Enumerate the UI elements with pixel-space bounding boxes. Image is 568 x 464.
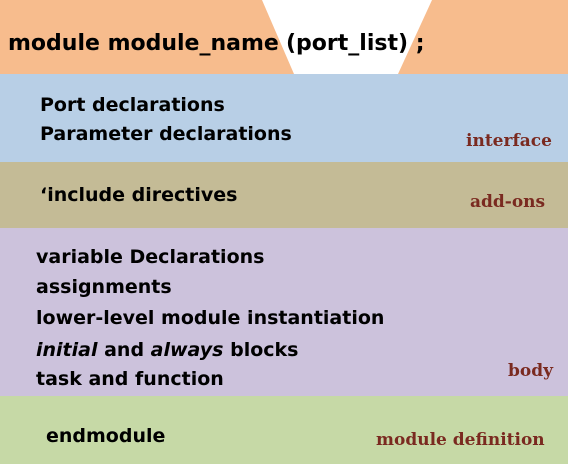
body-tag: body [508, 361, 553, 381]
and-text: and [97, 339, 151, 361]
module-keyword: module module_name [8, 31, 279, 56]
interface-tag: interface [466, 131, 552, 151]
module-definition-band: endmodule module definition [0, 396, 568, 464]
header-left-shape [0, 0, 294, 74]
interface-band: Port declarations Parameter declarations… [0, 74, 568, 162]
initial-always-blocks: initial and always blocks [36, 341, 299, 360]
lower-level-module-instantiation: lower-level module instantiation [36, 307, 385, 329]
module-definition-tag: module definition [376, 430, 545, 450]
variable-declarations: variable Declarations [36, 246, 265, 268]
header-right-shape [398, 0, 568, 74]
addons-band: ‘include directives add-ons [0, 162, 568, 228]
blocks-text: blocks [223, 339, 299, 361]
initial-keyword: initial [36, 339, 98, 361]
body-band: variable Declarations assignments lower-… [0, 228, 568, 396]
task-and-function: task and function [36, 368, 224, 390]
parameter-declarations: Parameter declarations [40, 123, 292, 145]
port-list: (port_list) ; [286, 31, 425, 56]
include-directives: ‘include directives [40, 184, 238, 206]
port-declarations: Port declarations [40, 94, 225, 116]
header-shapes [0, 0, 568, 74]
assignments: assignments [36, 276, 172, 298]
module-header-band: module module_name (port_list) ; [0, 0, 568, 74]
endmodule-keyword: endmodule [46, 425, 166, 447]
addons-tag: add-ons [470, 192, 546, 212]
always-keyword: always [150, 339, 224, 361]
